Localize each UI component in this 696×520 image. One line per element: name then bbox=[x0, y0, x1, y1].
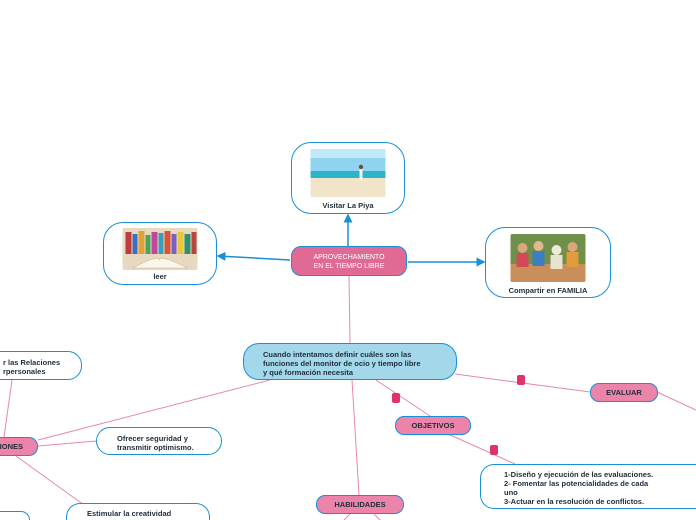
link-funciones-seguridad bbox=[37, 440, 97, 447]
relaciones-line2: rpersonales bbox=[3, 367, 46, 376]
evaluar-label: EVALUAR bbox=[606, 388, 642, 397]
creatividad-line1: Estimular la creatividad bbox=[87, 509, 172, 518]
habilidades-label: HABILIDADES bbox=[334, 500, 386, 509]
central-topic-line2: EN EL TIEMPO LIBRE bbox=[313, 263, 385, 270]
relaciones-node[interactable]: r las Relaciones rpersonales bbox=[0, 351, 82, 380]
seguridad-line1: Ofrecer seguridad y bbox=[117, 434, 188, 443]
familia-label: Compartir en FAMILIA bbox=[508, 286, 588, 295]
central-topic-line1: APROVECHAMIENTO bbox=[313, 254, 385, 261]
objetivos-item-4: 3-Actuar en la resolución de conflictos. bbox=[504, 497, 645, 506]
link-habilidades-down2 bbox=[373, 513, 381, 520]
visitar-node[interactable]: Visitar La Piya bbox=[291, 142, 405, 214]
seguridad-line2: transmitir optimismo. bbox=[117, 443, 194, 452]
evaluar-node[interactable]: EVALUAR bbox=[590, 383, 658, 402]
objetivos-item-2: 2- Fomentar las potencialidades de cada bbox=[504, 479, 649, 488]
seguridad-node[interactable]: Ofrecer seguridad y transmitir optimismo… bbox=[96, 427, 222, 455]
relationship-marker bbox=[517, 375, 525, 385]
creatividad-node[interactable]: Estimular la creatividad bbox=[66, 503, 210, 520]
question-node[interactable]: Cuando intentamos definir cuáles son las… bbox=[243, 343, 457, 380]
link-objetivos-list bbox=[447, 433, 516, 465]
relaciones-line1: r las Relaciones bbox=[3, 358, 61, 367]
link-central-question bbox=[348, 275, 351, 344]
question-line1: Cuando intentamos definir cuáles son las bbox=[263, 350, 412, 359]
leer-node[interactable]: leer bbox=[103, 222, 217, 285]
beach-photo bbox=[310, 149, 386, 197]
link-question-habilidades bbox=[351, 379, 360, 496]
link-question-funciones bbox=[37, 379, 271, 441]
habilidades-node[interactable]: HABILIDADES bbox=[316, 495, 404, 514]
arrow-to-leer bbox=[216, 251, 291, 261]
central-topic[interactable]: APROVECHAMIENTO EN EL TIEMPO LIBRE bbox=[291, 246, 407, 276]
question-line3: y qué formación necesita bbox=[263, 368, 354, 377]
family-photo bbox=[510, 234, 586, 282]
relationship-marker bbox=[490, 445, 498, 455]
link-evaluar-edge bbox=[656, 391, 696, 411]
visitar-label: Visitar La Piya bbox=[322, 201, 374, 210]
objetivos-item-1: 1-Diseño y ejecución de las evaluaciones… bbox=[504, 470, 654, 479]
books-photo bbox=[122, 228, 198, 270]
link-funciones-relaciones bbox=[3, 379, 13, 438]
partial-node[interactable] bbox=[0, 511, 30, 520]
relationship-marker bbox=[392, 393, 400, 403]
link-habilidades-down1 bbox=[343, 513, 351, 520]
question-line2: funciones del monitor de ocio y tiempo l… bbox=[263, 359, 421, 368]
leer-label: leer bbox=[153, 272, 167, 281]
objetivos-list-node[interactable]: 1-Diseño y ejecución de las evaluaciones… bbox=[480, 464, 696, 509]
funciones-label: IONES bbox=[0, 442, 23, 451]
objetivos-label: OBJETIVOS bbox=[411, 421, 455, 430]
objetivos-node[interactable]: OBJETIVOS bbox=[395, 416, 471, 435]
link-question-objetivos bbox=[375, 379, 431, 417]
objetivos-item-3: uno bbox=[504, 488, 518, 497]
familia-node[interactable]: Compartir en FAMILIA bbox=[485, 227, 611, 298]
link-funciones-creatividad bbox=[15, 455, 85, 506]
funciones-node[interactable]: IONES bbox=[0, 437, 38, 456]
